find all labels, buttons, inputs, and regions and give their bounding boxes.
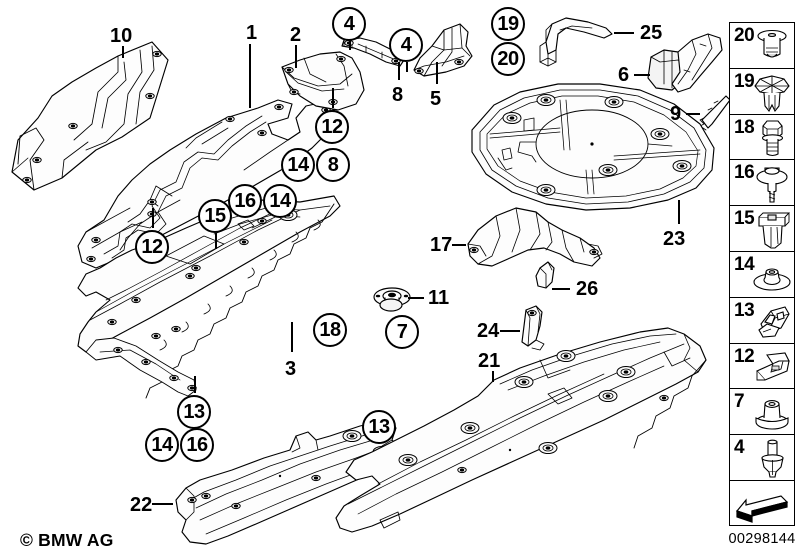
flanged-cap-nut-icon xyxy=(755,400,789,430)
legend-number: 13 xyxy=(734,299,755,321)
legend-cell-14[interactable]: 14 xyxy=(730,252,794,298)
legend-number: 20 xyxy=(734,25,755,46)
callout-3[interactable]: 3 xyxy=(285,358,297,380)
legend-number: 16 xyxy=(734,162,755,184)
callout-25[interactable]: 25 xyxy=(640,22,663,44)
callout-22[interactable]: 22 xyxy=(130,494,153,516)
callout-14[interactable]: 14 xyxy=(281,148,315,182)
callout-23[interactable]: 23 xyxy=(663,228,686,250)
push-rivet-flat-head-icon xyxy=(757,29,787,58)
legend-number: 19 xyxy=(734,70,755,92)
part-21-shape xyxy=(335,327,707,533)
legend-cell-4[interactable]: 4 xyxy=(730,435,794,481)
callout-19[interactable]: 19 xyxy=(491,7,525,41)
legend-number: 18 xyxy=(734,116,755,138)
callout-17[interactable]: 17 xyxy=(430,234,453,256)
part-17-shape xyxy=(467,207,603,267)
legend-number: 12 xyxy=(734,345,755,367)
callout-12[interactable]: 12 xyxy=(315,110,349,144)
callout-13[interactable]: 13 xyxy=(362,410,396,444)
callout-15[interactable]: 15 xyxy=(198,199,232,233)
callout-2[interactable]: 2 xyxy=(290,24,302,46)
callout-6[interactable]: 6 xyxy=(618,64,630,86)
part-1-shape xyxy=(77,99,337,269)
callout-9[interactable]: 9 xyxy=(670,103,682,125)
callout-24[interactable]: 24 xyxy=(477,320,500,342)
legend-cell-7[interactable]: 7 xyxy=(730,389,794,436)
callout-14[interactable]: 14 xyxy=(145,428,179,462)
callout-4[interactable]: 4 xyxy=(389,28,423,62)
legend-cell-direction-arrow xyxy=(730,481,794,527)
callout-8[interactable]: 8 xyxy=(392,84,404,106)
part-2-shape xyxy=(281,51,365,111)
callout-1[interactable]: 1 xyxy=(246,22,258,44)
legend-cell-20[interactable]: 20 xyxy=(730,23,794,69)
part-9-shape xyxy=(699,95,731,131)
callout-4[interactable]: 4 xyxy=(332,7,366,41)
callout-10[interactable]: 10 xyxy=(110,25,133,47)
callout-21[interactable]: 21 xyxy=(478,350,501,372)
legend-number: 14 xyxy=(734,253,755,275)
legend-number: 7 xyxy=(734,391,745,413)
legend-cell-13[interactable]: 13 xyxy=(730,298,794,344)
part-10-shape xyxy=(11,41,169,191)
hex-flange-bolt-icon xyxy=(761,120,784,157)
callout-12[interactable]: 12 xyxy=(135,230,169,264)
legend-cell-18[interactable]: 18 xyxy=(730,115,794,161)
direction-arrow-icon xyxy=(735,495,789,523)
callout-7[interactable]: 7 xyxy=(385,315,419,349)
callout-16[interactable]: 16 xyxy=(180,428,214,462)
part-7-fastener-shape xyxy=(379,298,403,312)
part-3-shape xyxy=(77,195,341,399)
expanding-star-rivet-icon xyxy=(754,75,790,112)
legend-cell-12[interactable]: 12 xyxy=(730,344,794,390)
copyright-notice: © BMW AG xyxy=(20,530,114,550)
legend-cell-15[interactable]: 15 xyxy=(730,206,794,252)
fastener-legend-strip: 20 19 xyxy=(729,22,795,526)
diagram-part-number: 00298144 xyxy=(728,531,796,547)
expanding-pin-rivet-icon xyxy=(761,439,784,478)
washer-nut-icon xyxy=(753,268,791,291)
part-25-shape xyxy=(539,17,613,67)
callout-16[interactable]: 16 xyxy=(228,184,262,218)
callout-11[interactable]: 11 xyxy=(428,287,450,309)
part-26-shape xyxy=(535,261,555,289)
part-5-shape xyxy=(413,23,473,77)
flanged-self-tapping-screw-icon xyxy=(756,167,788,203)
legend-cell-19[interactable]: 19 xyxy=(730,69,794,115)
callout-13[interactable]: 13 xyxy=(177,395,211,429)
part-24-shape xyxy=(521,305,545,351)
legend-cell-16[interactable]: 16 xyxy=(730,160,794,207)
callout-5[interactable]: 5 xyxy=(430,88,442,110)
callout-8[interactable]: 8 xyxy=(316,148,350,182)
part-22-shape xyxy=(175,419,399,545)
legend-number: 4 xyxy=(734,437,745,459)
legend-number: 15 xyxy=(734,208,755,230)
callout-14[interactable]: 14 xyxy=(263,184,297,218)
sheet-metal-nut-clip-icon xyxy=(756,352,790,382)
part-6-arm-shape xyxy=(671,33,723,93)
callout-20[interactable]: 20 xyxy=(491,42,525,76)
spring-clip-icon xyxy=(758,305,790,338)
square-expansion-plug-icon xyxy=(758,212,791,249)
callout-26[interactable]: 26 xyxy=(576,278,599,300)
part-23-shape xyxy=(471,83,715,211)
callout-18[interactable]: 18 xyxy=(313,313,347,347)
